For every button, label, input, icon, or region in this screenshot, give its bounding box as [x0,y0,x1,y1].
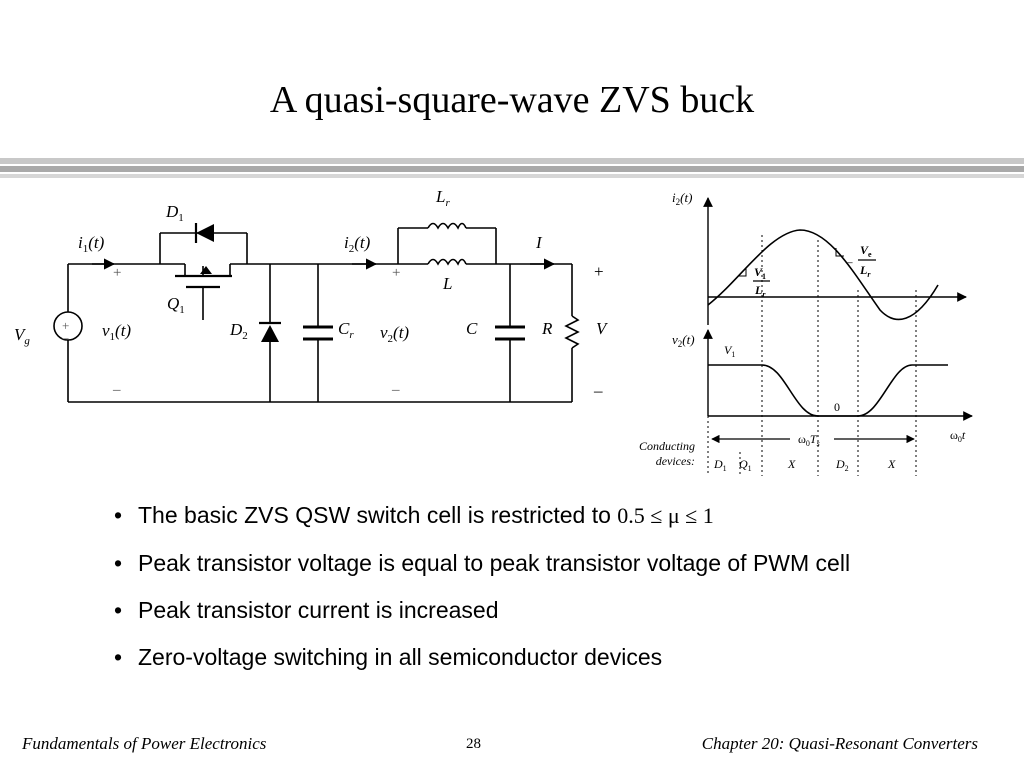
bullet-list: • The basic ZVS QSW switch cell is restri… [112,500,912,689]
vg-minus-sign: – [61,330,69,345]
l-label: L [442,274,452,293]
v2-axis-label: v2(t) [672,332,695,349]
waveform-plot [703,197,973,476]
d1-label: D1 [165,202,184,224]
bullet-marker: • [114,644,123,670]
bullet-item: • Peak transistor voltage is equal to pea… [112,548,912,578]
i2-axis-label: i2(t) [672,190,692,207]
bullet-marker: • [114,502,123,528]
footer-page-number: 28 [466,736,481,752]
q1-label: Q1 [167,294,185,316]
divider-bar-top [0,158,1024,164]
cr-label: Cr [338,319,354,341]
device-interval-label: Q1 [739,457,752,473]
bullet-text: Zero-voltage switching in all semiconduc… [138,644,663,670]
bullet-text: Peak transistor current is increased [138,597,499,623]
device-interval-label: X [887,457,896,471]
slope-down-denominator: Lr [859,263,871,279]
time-axis-label: ω0t [950,428,966,444]
conducting-devices-sequence: D1 Q1 X D2 X [713,457,896,473]
d1-diode-symbol [196,224,214,242]
vg-label: Vg [14,325,30,347]
slope-up-numerator: V1 [754,265,766,281]
i1-label: i1(t) [78,233,105,255]
device-interval-label: X [787,457,796,471]
bullet-math: 0.5 ≤ μ ≤ 1 [617,503,714,528]
device-interval-label: D1 [713,457,727,473]
bullet-marker: • [114,597,123,623]
d2-label: D2 [229,320,248,342]
v1-minus-sign: – [112,382,121,398]
r-resistor-symbol [564,315,580,349]
v1-plus-sign: + [113,265,121,281]
divider-bar-bottom [0,174,1024,178]
v-output-minus-sign: – [593,381,603,400]
bullet-item: • The basic ZVS QSW switch cell is restri… [112,500,912,531]
divider-bar-middle [0,166,1024,172]
bullet-item: • Zero-voltage switching in all semicondu… [112,642,912,672]
v-output-label: V [596,319,609,338]
bullet-marker: • [114,550,123,576]
vg-plus-sign: + [62,318,69,333]
q1-body-arrow [200,266,212,274]
circuit-and-waveform-figure: D1 Q1 D2 Cr Lr L C R V Vg i1(t) i2(t) I … [14,187,973,476]
c-label: C [466,319,478,338]
lr-label: Lr [435,187,450,209]
period-label: ω0Ts [798,432,820,448]
v1-level-label: V1 [724,343,735,359]
l-inductor-symbol [427,258,467,266]
bullet-item: • Peak transistor current is increased [112,595,912,625]
slope-down-marker [835,248,844,257]
v2-label: v2(t) [380,323,409,345]
slope-up-marker [738,268,747,277]
conducting-devices-label-line1: Conducting [639,439,695,453]
device-interval-label: D2 [835,457,849,473]
v1-label: v1(t) [102,321,131,343]
slope-down-numerator: Ve [860,243,872,259]
i2-waveform [707,229,939,321]
i-out-label: I [535,233,543,252]
title-divider [0,158,1024,180]
bullet-text: Peak transistor voltage is equal to peak… [138,550,851,576]
r-label: R [541,319,553,338]
slope-down-sign: – [845,254,853,269]
bullet-text: The basic ZVS QSW switch cell is restric… [138,502,618,528]
conducting-devices-label-line2: devices: [656,454,695,468]
v-output-plus-sign: + [594,262,604,281]
footer-book-title: Fundamentals of Power Electronics [22,734,267,753]
buck-circuit [53,222,580,403]
v2-minus-sign: – [391,382,400,398]
slope-up-denominator: Lr [754,283,766,299]
lr-inductor-symbol [427,222,467,230]
v2-plus-sign: + [392,265,400,281]
d2-diode-symbol [261,325,279,342]
slide-title: A quasi-square-wave ZVS buck [269,79,755,121]
vg-source-symbol [53,311,83,341]
zero-level-label: 0 [834,400,840,414]
i2-label: i2(t) [344,233,371,255]
v2-waveform [708,364,948,417]
footer-chapter-title: Chapter 20: Quasi-Resonant Converters [701,734,978,753]
